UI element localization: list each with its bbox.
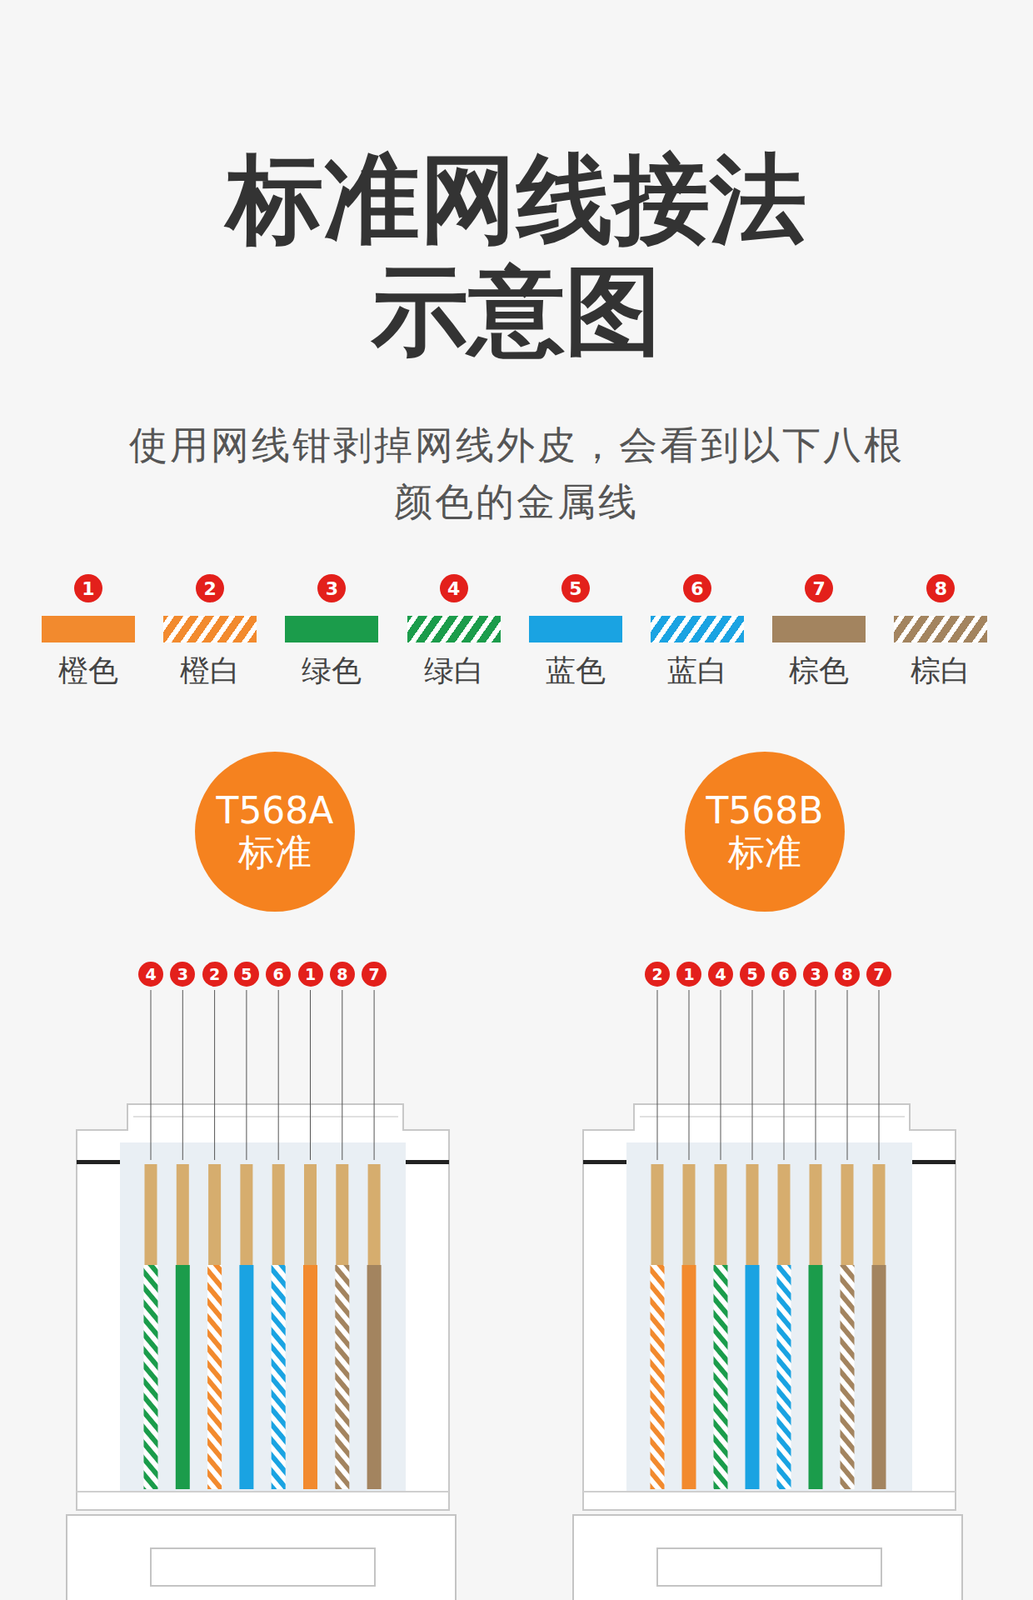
legend-label: 绿色 [270,652,393,689]
callout-number: 6 [771,961,797,987]
page-title: 标准网线接法 示意图 [183,143,850,367]
leader-line [783,989,785,1160]
callout-number: 1 [74,573,103,603]
wire-core [239,1264,254,1489]
leader-line [309,989,311,1160]
badge-label: T568B 标准 [702,789,828,874]
gold-contact [809,1163,823,1265]
leader-line [278,989,280,1160]
wire-core [713,1264,729,1489]
gold-contact [651,1163,664,1265]
gold-contact [239,1163,253,1265]
callout-number: 6 [683,573,712,603]
wire-core [682,1264,697,1489]
gold-contact [746,1163,759,1265]
leader-line [752,989,754,1160]
color-swatch [650,615,744,643]
callout-number: 7 [804,573,834,603]
leader-line [720,989,722,1160]
leader-line [878,989,880,1160]
callout-number: 8 [329,961,355,987]
callout-number: 1 [298,961,324,987]
gold-contact [208,1163,221,1265]
gold-contact [714,1163,728,1265]
callout-number: 8 [834,961,860,987]
callout-number: 3 [317,573,346,603]
legend-label: 橙白 [149,652,271,689]
gold-contact [272,1163,285,1265]
gold-contact [873,1163,886,1265]
leader-line [341,989,343,1160]
callout-number: 3 [169,961,195,987]
callout-number: 2 [644,961,670,987]
leader-line [214,989,215,1160]
gold-contact [335,1163,349,1265]
wire-core [745,1264,760,1489]
wire-core [175,1264,190,1489]
gold-contact [144,1163,158,1265]
callout-number: 7 [361,961,387,987]
gold-contact [683,1163,696,1265]
wire-core [872,1264,887,1489]
callout-number: 5 [739,961,765,987]
color-swatch [772,615,866,643]
legend-label: 蓝白 [636,652,759,689]
leader-line [847,989,849,1160]
leader-line [815,989,817,1160]
wire-core [840,1264,855,1489]
callout-number: 4 [439,573,469,603]
rj45-plug [573,1103,963,1600]
legend-label: 橙色 [27,652,150,689]
callout-number: 2 [202,961,228,987]
rj45-plug [66,1103,456,1600]
wire-core [367,1264,382,1489]
callout-number: 3 [803,961,829,987]
wire-core [207,1264,222,1489]
wire-core [808,1264,824,1489]
leader-line [245,989,247,1160]
leader-line [150,989,152,1160]
gold-contact [841,1163,854,1265]
standard-badge: T568B 标准 [684,751,846,913]
color-swatch [284,615,379,643]
color-swatch [893,615,988,643]
callout-number: 5 [234,961,260,987]
color-swatch [41,615,135,643]
color-swatch [407,615,501,643]
wire-core [144,1264,159,1489]
caption-text: 使用网线钳剥掉网线外皮，会看到以下八根 颜色的金属线 [83,416,950,530]
leader-line [688,989,690,1160]
gold-contact [176,1163,190,1265]
callout-number: 5 [561,573,590,603]
badge-label: T568A 标准 [212,789,338,874]
wire-core [334,1264,350,1489]
gold-contact [368,1163,381,1265]
color-swatch [163,615,257,643]
leader-line [657,989,659,1160]
wire-core [650,1264,665,1489]
callout-number: 6 [265,961,291,987]
leader-line [374,989,375,1160]
legend-label: 棕色 [758,652,880,689]
gold-contact [304,1163,317,1265]
callout-number: 7 [866,961,892,987]
gold-contact [778,1163,791,1265]
legend-label: 绿白 [393,652,515,689]
callout-number: 2 [195,573,225,603]
legend-label: 蓝色 [514,652,637,689]
callout-number: 8 [926,573,955,603]
wire-core [303,1264,318,1489]
wire-core [271,1264,286,1489]
color-swatch [528,615,623,643]
callout-number: 4 [708,961,734,987]
callout-number: 1 [676,961,702,987]
wire-core [777,1264,792,1489]
standard-badge: T568A 标准 [194,751,356,913]
callout-number: 4 [138,961,164,987]
leader-line [182,989,184,1160]
legend-label: 棕白 [879,652,1002,689]
